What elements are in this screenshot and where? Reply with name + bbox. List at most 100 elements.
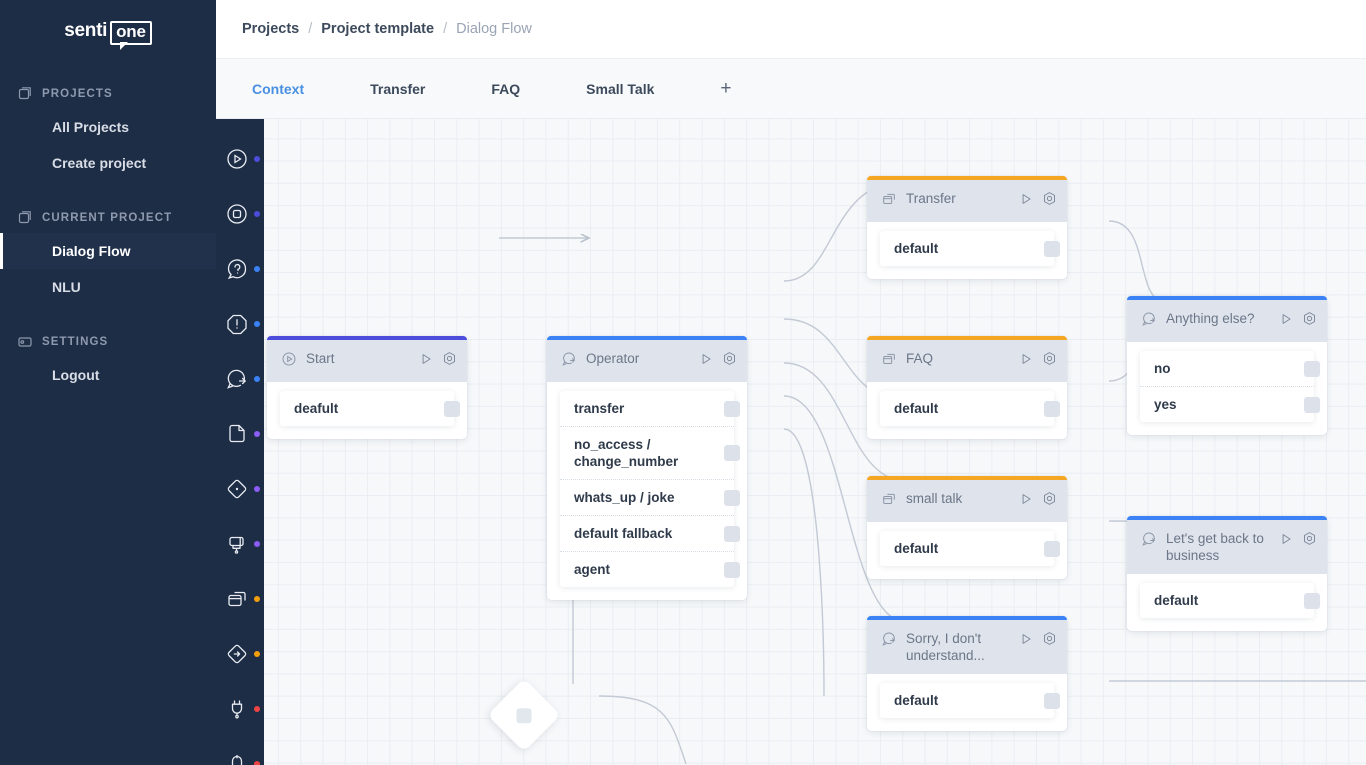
node-output-port[interactable] [444,400,460,417]
node-settings-icon[interactable] [1042,491,1057,511]
node-header[interactable]: Sorry, I don't understand... [867,620,1067,674]
node-accent-bar [1127,516,1327,520]
sidebar-section-label: CURRENT PROJECT [42,212,173,224]
node-run-icon[interactable] [1019,632,1033,651]
node-settings-icon[interactable] [722,351,737,371]
tool-robot[interactable] [216,736,264,765]
node-output-port[interactable] [724,525,740,542]
node-output-port[interactable] [1304,360,1320,377]
app-logo[interactable]: senti one [0,0,216,66]
tool-dot [254,320,260,327]
breadcrumb-item-projects[interactable]: Projects [242,21,300,37]
node-row[interactable]: default [880,683,1060,718]
node-run-icon[interactable] [699,352,713,371]
node-header[interactable]: Anything else? [1127,300,1327,342]
node-header[interactable]: Transfer [867,180,1067,222]
node-header[interactable]: Start [267,340,467,382]
flow-node-faq[interactable]: FAQ default [867,336,1067,439]
node-settings-icon[interactable] [1042,631,1057,651]
node-output-port[interactable] [1044,540,1060,557]
node-row[interactable]: agent [560,551,740,587]
node-settings-icon[interactable] [442,351,457,371]
node-output-port[interactable] [1304,396,1320,413]
node-run-icon[interactable] [1279,532,1293,551]
node-header[interactable]: Operator [547,340,747,382]
tab-transfer[interactable]: Transfer [370,80,426,97]
tool-stacked-boxes[interactable] [216,571,264,626]
bubble-arrow-icon [881,631,897,652]
tool-bubble-arrow[interactable] [216,351,264,406]
node-row[interactable]: yes [1140,386,1320,422]
node-output-port[interactable] [724,561,740,578]
tab-small-talk[interactable]: Small Talk [586,80,655,97]
node-output-port[interactable] [724,445,740,461]
tool-stop-circle[interactable] [216,186,264,241]
node-row[interactable]: no_access / change_number [560,426,740,479]
node-row-label: whats_up / joke [574,490,675,505]
node-accent-bar [267,336,467,340]
tool-plug[interactable] [216,681,264,736]
node-accent-bar [867,476,1067,480]
node-output-port[interactable] [724,400,740,417]
sidebar-item-nlu[interactable]: NLU [52,279,81,295]
sidebar-item-all-projects[interactable]: All Projects [52,119,130,135]
node-row[interactable]: default [880,391,1060,426]
node-row-label: deafult [294,401,339,416]
node-settings-icon[interactable] [1042,351,1057,371]
node-settings-icon[interactable] [1302,531,1317,551]
tool-question-bubble[interactable] [216,241,264,296]
node-row[interactable]: default fallback [560,515,740,551]
node-row[interactable]: transfer [560,391,740,426]
node-row[interactable]: no [1140,351,1320,386]
sidebar-item-dialog-flow[interactable]: Dialog Flow [0,233,216,269]
node-rows: deafult [280,391,460,426]
node-output-port[interactable] [724,489,740,506]
node-settings-icon[interactable] [1042,191,1057,211]
node-header[interactable]: Let's get back to business [1127,520,1327,574]
bubble-arrow-icon [1141,531,1157,552]
node-run-icon[interactable] [1019,352,1033,371]
tab-context[interactable]: Context [252,80,305,97]
breadcrumb-item-project-template[interactable]: Project template [321,21,435,37]
node-accent-bar [1127,296,1327,300]
add-tab-button[interactable]: + [720,77,732,99]
node-run-icon[interactable] [419,352,433,371]
node-output-port[interactable] [1044,240,1060,257]
tool-diamond-dot[interactable] [216,461,264,516]
flow-node-sorry[interactable]: Sorry, I don't understand... default [867,616,1067,731]
bubble-arrow-icon [561,351,577,372]
flow-node-back-to-business[interactable]: Let's get back to business default [1127,516,1327,631]
node-run-icon[interactable] [1019,192,1033,211]
tool-document[interactable] [216,406,264,461]
flow-node-small-talk[interactable]: small talk default [867,476,1067,579]
sidebar-item-logout[interactable]: Logout [52,367,100,383]
node-output-port[interactable] [1044,400,1060,417]
tab-faq[interactable]: FAQ [491,80,521,97]
node-header[interactable]: small talk [867,480,1067,522]
flow-node-start[interactable]: Start deafult [267,336,467,439]
node-body: default [867,222,1067,279]
node-header-actions [699,351,737,371]
node-row[interactable]: default [1140,583,1320,618]
tool-play-circle[interactable] [216,131,264,186]
node-output-port[interactable] [1304,592,1320,609]
tool-alert-octagon[interactable] [216,296,264,351]
sidebar-item-create-project[interactable]: Create project [52,155,147,171]
node-title: FAQ [906,351,934,366]
node-row[interactable]: deafult [280,391,460,426]
tool-diamond-arrow[interactable] [216,626,264,681]
node-run-icon[interactable] [1019,492,1033,511]
node-output-port[interactable] [1044,692,1060,709]
node-row[interactable]: whats_up / joke [560,479,740,515]
node-settings-icon[interactable] [1302,311,1317,331]
tool-stamp[interactable] [216,516,264,571]
node-header[interactable]: FAQ [867,340,1067,382]
node-row[interactable]: default [880,231,1060,266]
node-row[interactable]: default [880,531,1060,566]
flow-node-transfer[interactable]: Transfer default [867,176,1067,279]
node-run-icon[interactable] [1279,312,1293,331]
